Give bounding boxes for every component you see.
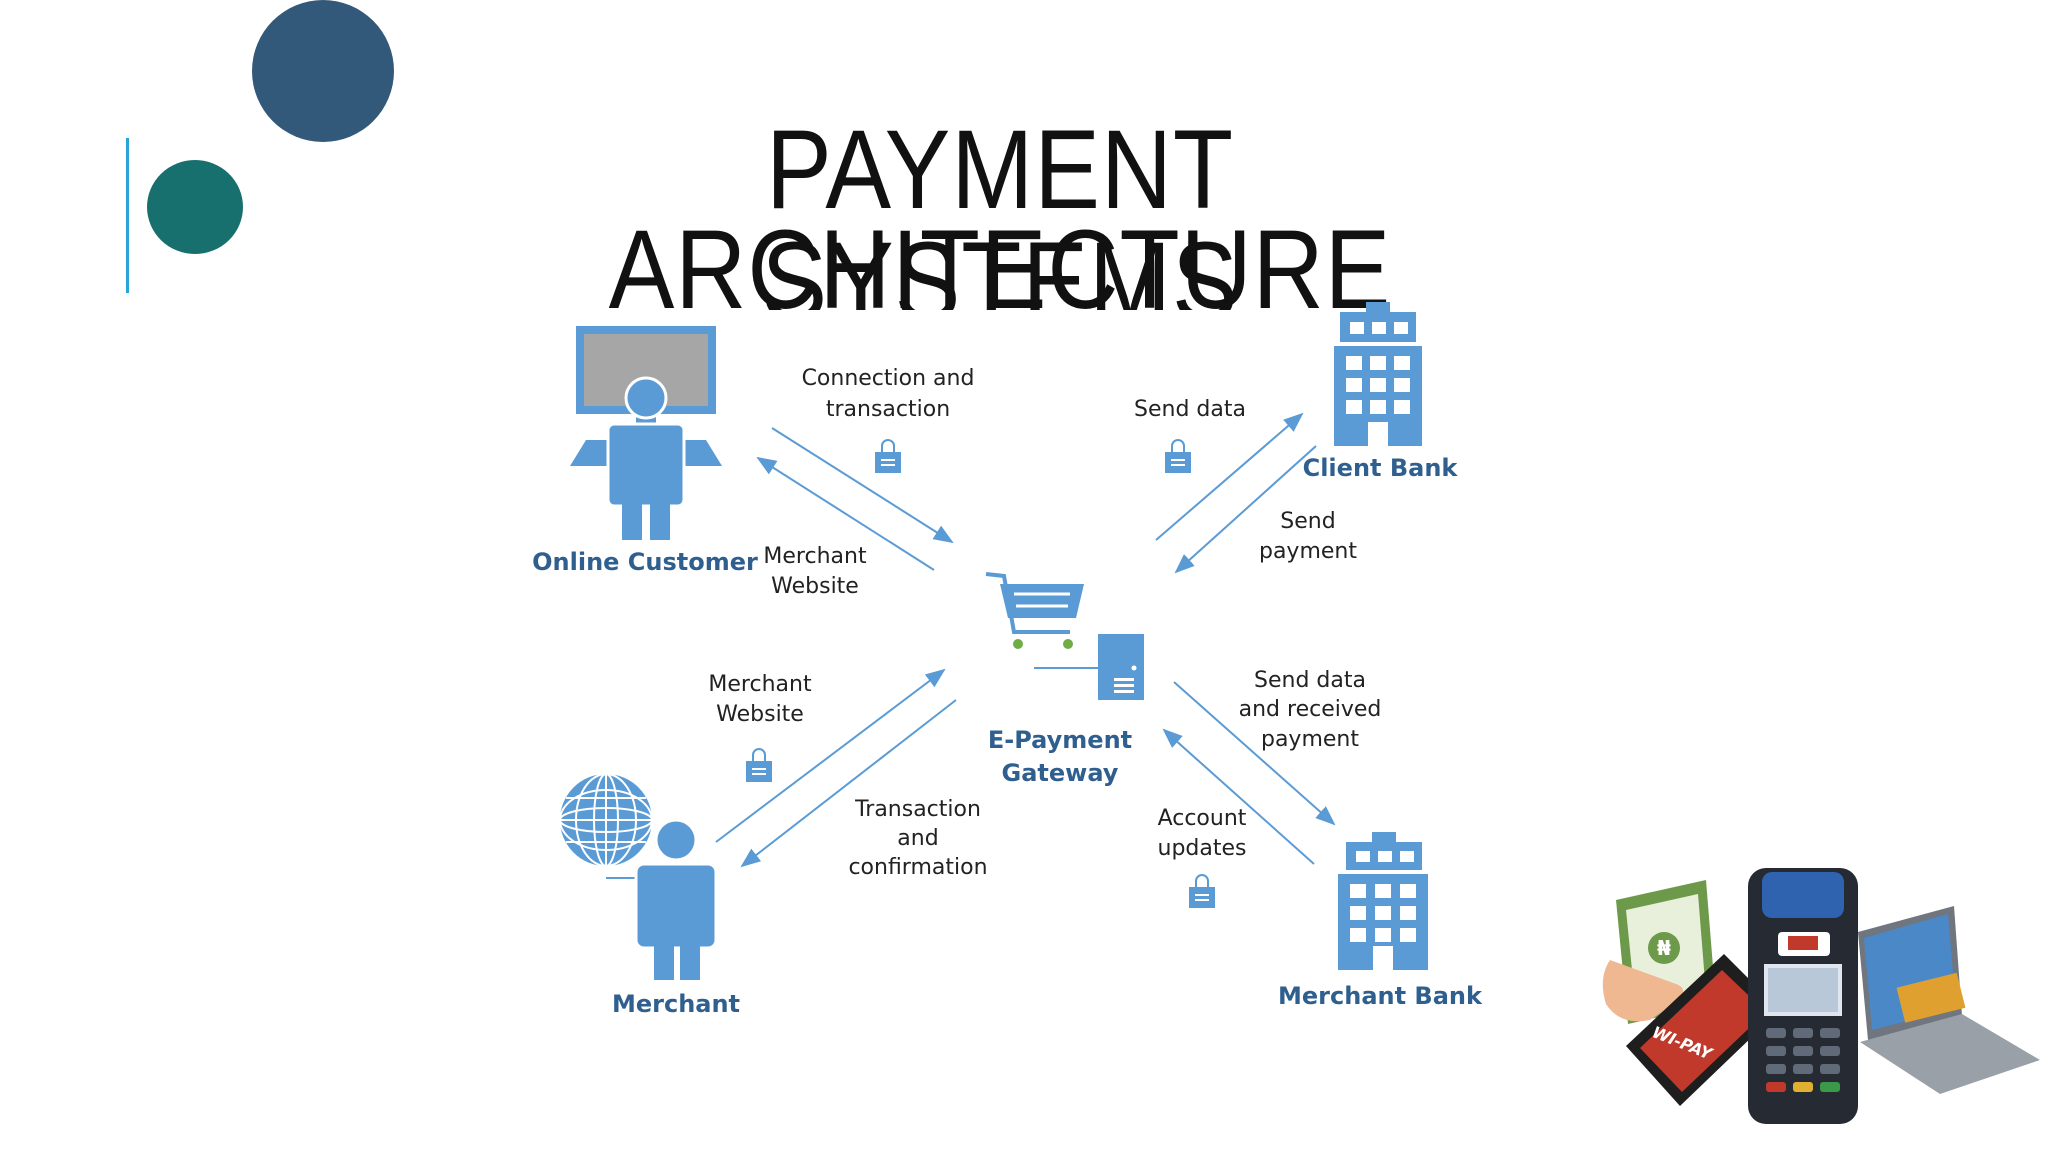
decor-circle-small: [147, 160, 243, 254]
title-block: PAYMENT SYSTEMS ARCHITECTURE: [500, 110, 1500, 311]
client-bank-icon: [1334, 302, 1422, 446]
pos-terminal-icon: [1748, 868, 1858, 1124]
edge-label-connection-2: transaction: [825, 397, 951, 422]
node-label-gateway-line2: Gateway: [1001, 759, 1119, 787]
lock-icon: [1165, 439, 1191, 473]
edge-label-send-received-3: payment: [1260, 727, 1359, 752]
shopping-cart-icon: [985, 572, 1084, 649]
node-label-online-customer: Online Customer: [532, 548, 758, 576]
laptop-icon: [1858, 906, 2040, 1094]
globe-icon: [559, 773, 653, 867]
arrow-gateway-to-merchant-bank: [1173, 681, 1336, 826]
lock-icon: [875, 439, 901, 473]
edge-label-send-data: Send data: [1134, 397, 1246, 422]
online-customer-icon: [570, 326, 722, 540]
arrow-gateway-to-merchant: [740, 699, 957, 868]
node-label-client-bank: Client Bank: [1302, 454, 1458, 482]
arrow-gateway-to-customer: [756, 456, 935, 571]
arrow-merchant-to-gateway: [715, 668, 946, 843]
edge-label-connection-1: Connection and: [801, 366, 975, 391]
arrow-customer-to-gateway: [771, 427, 954, 544]
edge-label-transaction-2: and: [897, 826, 939, 851]
node-label-gateway-line1: E-Payment: [987, 726, 1133, 754]
edge-label-send-payment-2: payment: [1258, 539, 1357, 564]
edge-label-merchant-website-2a: Merchant: [708, 672, 812, 697]
lock-icon: [746, 748, 772, 782]
edge-label-send-received-2: and received: [1238, 697, 1382, 722]
page-title-line1: PAYMENT SYSTEMS: [761, 110, 1239, 311]
arrow-gateway-to-client-bank: [1155, 412, 1304, 541]
merchant-person-icon: [606, 818, 718, 980]
merchant-bank-icon: [1338, 832, 1428, 970]
phone-icon: WI-PAY: [1626, 954, 1780, 1106]
edge-label-merchant-website-1a: Merchant: [763, 544, 867, 569]
currency-symbol: ₦: [1657, 936, 1671, 960]
edge-label-transaction-3: confirmation: [848, 855, 988, 880]
server-icon: [1034, 634, 1144, 700]
lock-icon: [1189, 874, 1215, 908]
edge-label-send-received-1: Send data: [1254, 668, 1366, 693]
edge-label-merchant-website-2b: Website: [716, 702, 804, 727]
node-label-merchant: Merchant: [611, 990, 741, 1018]
edge-label-account-updates-2: updates: [1157, 836, 1247, 861]
edge-label-account-updates-1: Account: [1157, 806, 1247, 831]
decor-circle-large: [252, 0, 394, 142]
node-label-merchant-bank: Merchant Bank: [1278, 982, 1482, 1010]
arrow-merchant-bank-to-gateway: [1162, 728, 1315, 865]
edge-label-merchant-website-1b: Website: [771, 574, 859, 599]
decor-accent-line: [126, 138, 129, 293]
pos-illustration: ₦ WI-PAY: [1602, 868, 2040, 1124]
page-title-line2: ARCHITECTURE: [608, 207, 1392, 311]
edge-label-send-payment-1: Send: [1280, 509, 1336, 534]
arrow-client-bank-to-gateway: [1174, 445, 1317, 574]
edge-label-transaction-1: Transaction: [855, 797, 981, 822]
